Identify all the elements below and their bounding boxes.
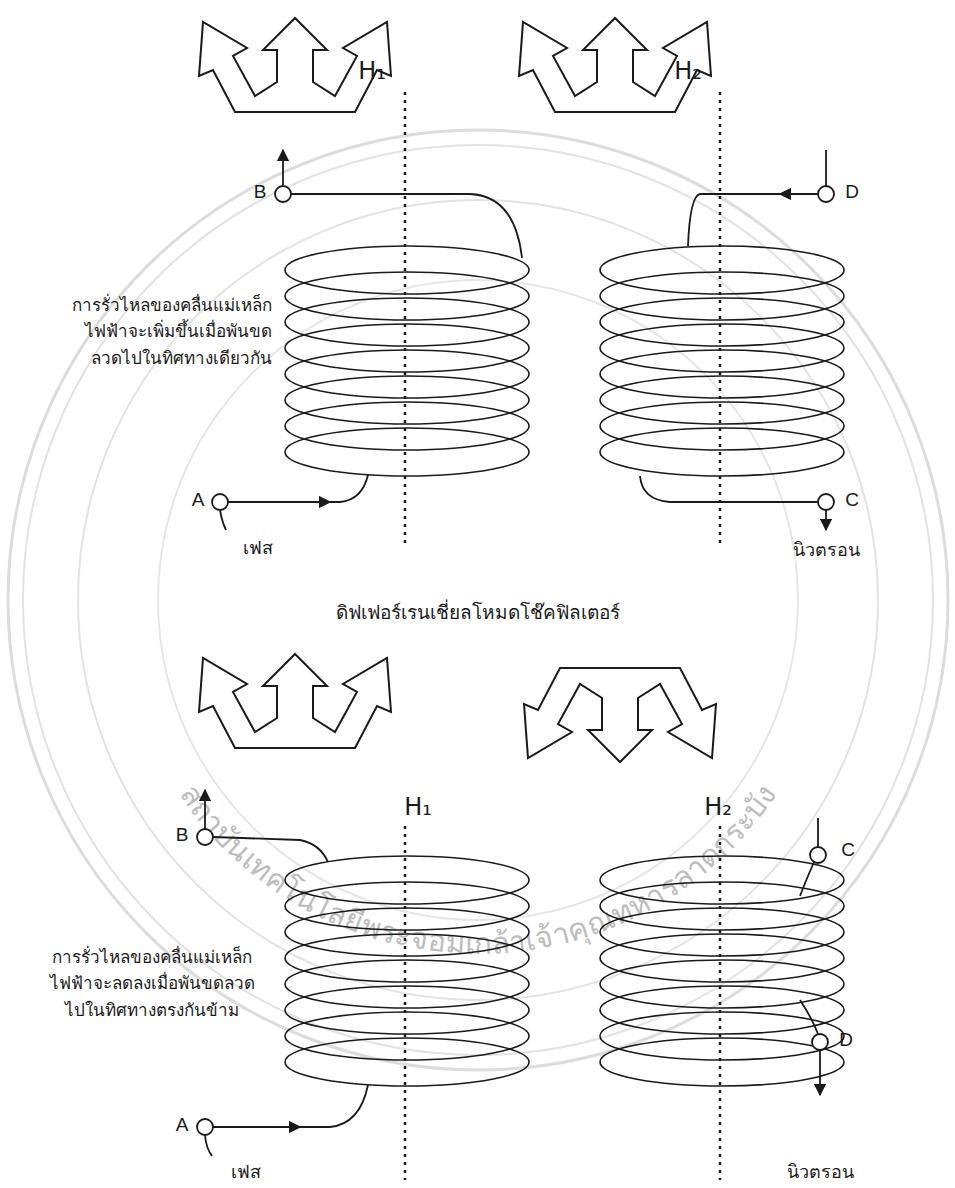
terminal-name: A	[192, 488, 205, 513]
wire	[220, 150, 826, 530]
seal-ring	[23, 145, 933, 1055]
seal-ring	[8, 130, 948, 1070]
coil-turn	[285, 960, 529, 1008]
coil-turn	[285, 298, 529, 346]
coil-turn	[600, 376, 844, 424]
coil-turn	[600, 986, 844, 1034]
flux-arrows	[199, 18, 391, 112]
watermark-text: สถาบันเทคโนโลยีพระจอมเกล้าเจ้าคุณทหารลาด…	[173, 778, 783, 961]
flux-arrows	[524, 668, 716, 762]
coil-turn	[285, 350, 529, 398]
coil-winding	[285, 246, 844, 1086]
coil-turn	[600, 934, 844, 982]
coil-name: H₁	[358, 56, 386, 87]
coil-turn	[285, 882, 529, 930]
coil-turn	[600, 882, 844, 930]
coil-turn	[600, 1038, 844, 1086]
coil-turn	[285, 272, 529, 320]
coil-turn	[285, 428, 529, 476]
coil-turn	[600, 350, 844, 398]
seal-ring	[78, 200, 878, 1000]
coil-turn	[600, 960, 844, 1008]
coil-turn	[285, 1012, 529, 1060]
coil-turn	[285, 986, 529, 1034]
coil-turn	[600, 428, 844, 476]
terminal-name: B	[176, 823, 189, 848]
coil-name: H₂	[704, 792, 732, 823]
coil-turn	[600, 908, 844, 956]
coil-name: H₁	[404, 792, 432, 823]
coil-turn	[600, 402, 844, 450]
note-text: การรั่วไหลของคลื่นแม่เหล็ก ไฟฟ้าจะเพิ่มข…	[64, 292, 272, 371]
terminal	[197, 186, 834, 1135]
coil-turn	[600, 272, 844, 320]
coil-name: H₂	[674, 56, 702, 87]
coil-turn	[600, 324, 844, 372]
watermark-text: สถาบันเทคโนโลยีพระจอมเกล้าเจ้าคุณทหารลาด…	[173, 778, 783, 961]
coil-turn	[285, 1038, 529, 1086]
line-name: นิวตรอน	[793, 538, 860, 561]
coil-turn	[285, 324, 529, 372]
coil-turn	[600, 856, 844, 904]
coil-axis	[405, 92, 720, 1180]
coil-turn	[285, 934, 529, 982]
coil-turn	[285, 402, 529, 450]
line-name: เฟส	[231, 1160, 261, 1183]
terminal-name: C	[841, 838, 855, 863]
coil-turn	[600, 1012, 844, 1060]
coil-turn	[285, 376, 529, 424]
terminal-name: D	[839, 1028, 853, 1053]
terminal-name: B	[254, 180, 267, 205]
coil-turn	[600, 246, 844, 294]
wire	[205, 790, 820, 1156]
flux-arrows	[199, 654, 391, 748]
terminal-name: C	[845, 488, 859, 513]
note-text: การรั่วไหลของคลื่นแม่เหล็ก ไฟฟ้าจะลดลงเม…	[46, 944, 259, 1023]
caption: ดิฟเฟอร์เรนเชี่ยลโหมดโช๊คฟิลเตอร์	[336, 600, 620, 625]
coil-turn	[285, 908, 529, 956]
line-name: นิวตรอน	[787, 1160, 854, 1183]
coil-turn	[285, 856, 529, 904]
coil-turn	[285, 246, 529, 294]
terminal-name: D	[845, 180, 859, 205]
line-name: เฟส	[243, 536, 273, 559]
terminal-name: A	[176, 1113, 189, 1138]
flux-arrows	[519, 18, 711, 112]
coil-turn	[600, 298, 844, 346]
